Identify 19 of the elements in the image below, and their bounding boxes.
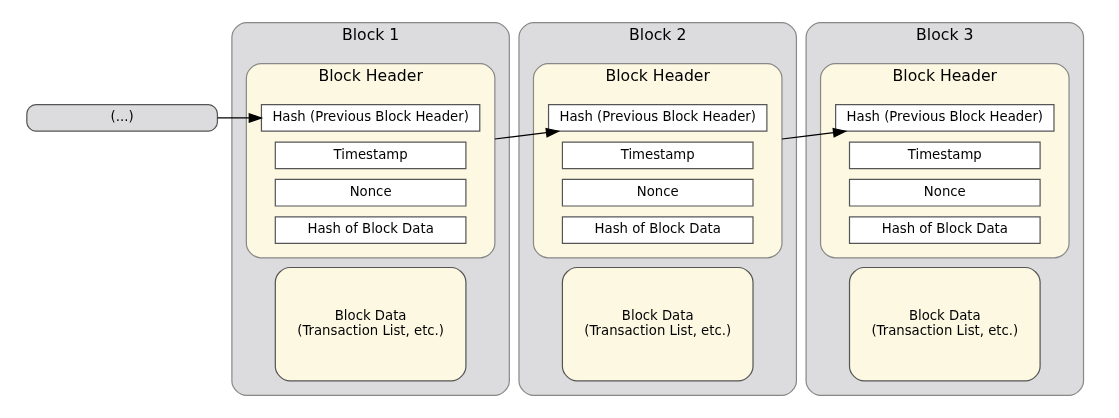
node-box: Timestamp <box>561 141 754 170</box>
node-box: Block Data (Transaction List, etc.) <box>274 266 466 382</box>
node-box: Nonce <box>848 178 1041 207</box>
arrow <box>216 112 263 123</box>
node-box: Timestamp <box>848 141 1041 170</box>
node-box: Block Data (Transaction List, etc.) <box>848 266 1041 382</box>
node-box: Hash (Previous Block Header) <box>834 104 1055 132</box>
arrow <box>493 127 560 140</box>
node-box: Block Data (Transaction List, etc.) <box>561 266 754 382</box>
node-box: (...) <box>25 104 218 132</box>
node-box: Hash of Block Data <box>848 216 1041 244</box>
node-box: Hash of Block Data <box>561 216 754 244</box>
node-box: Hash (Previous Block Header) <box>547 104 767 132</box>
node-box: Hash (Previous Block Header) <box>260 104 480 132</box>
arrow <box>780 127 847 140</box>
node-box: Nonce <box>274 178 466 207</box>
node-box: Hash of Block Data <box>274 216 466 244</box>
node-box: Timestamp <box>274 141 466 170</box>
node-box: Nonce <box>561 178 754 207</box>
